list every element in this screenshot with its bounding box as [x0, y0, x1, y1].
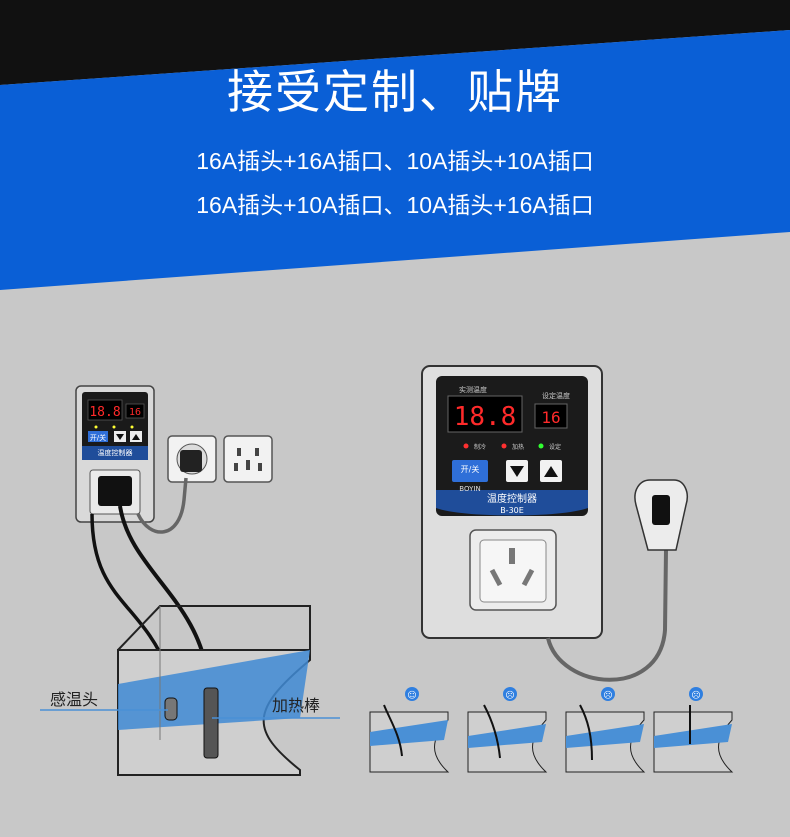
tank-sad-1: ☹ [467, 687, 548, 773]
small-power-label: 开/关 [90, 433, 106, 442]
banner-title: 接受定制、贴牌 [227, 65, 563, 119]
small-temp-display: 18.8 [89, 405, 120, 420]
large-temp-display: 18.8 [454, 402, 517, 432]
svg-text:☺: ☺ [407, 690, 416, 701]
large-down-icon [510, 466, 524, 477]
options-line-2: 16A插头+10A插口、10A插头+16A插口 [196, 192, 594, 218]
illustration-scene: 18.8 16 开/关 温度控制器 实测温度 设定温度 18.8 1 [40, 365, 734, 776]
brand-label: BOYIN [459, 485, 480, 493]
wall-socket-round [167, 435, 217, 483]
large-power-label: 开/关 [461, 464, 480, 474]
large-label-left: 实测温度 [459, 385, 487, 394]
large-label-right: 设定温度 [542, 391, 570, 400]
indicator-3: 设定 [549, 443, 561, 451]
plug-icon [634, 479, 688, 551]
small-set-display: 16 [129, 407, 141, 418]
small-up-icon [132, 434, 140, 440]
tank-happy: ☺ [369, 687, 450, 773]
options-line-1: 16A插头+16A插口、10A插头+10A插口 [196, 148, 594, 174]
svg-text:☹: ☹ [691, 690, 700, 701]
svg-text:☹: ☹ [505, 690, 514, 701]
tank-sad-2: ☹ [565, 687, 646, 773]
small-name-label: 温度控制器 [98, 448, 133, 457]
small-controller: 18.8 16 开/关 温度控制器 [75, 385, 155, 523]
wall-socket-flat [223, 435, 273, 483]
banner-background [0, 0, 790, 290]
tank-sad-3: ☹ [653, 687, 734, 773]
heater-rod [203, 687, 219, 759]
indicator-1: 制冷 [474, 443, 486, 451]
heater-label: 加热棒 [272, 696, 321, 715]
sensor-probe [164, 697, 178, 721]
large-model-label: B-30E [500, 506, 524, 515]
sensor-label: 感温头 [50, 690, 99, 709]
large-name-label: 温度控制器 [487, 492, 537, 505]
indicator-2: 加热 [512, 443, 524, 451]
svg-text:☹: ☹ [603, 690, 612, 701]
large-up-icon [544, 466, 558, 477]
large-set-display: 16 [541, 408, 560, 427]
large-controller: 实测温度 设定温度 18.8 16 制冷 加热 设定 开/关 BOYIN 温度控… [421, 365, 603, 639]
small-down-icon [116, 434, 124, 440]
